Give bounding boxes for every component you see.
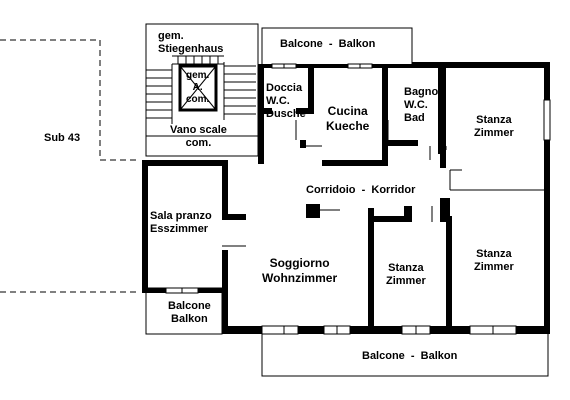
label-kitchen: Cucina Kueche — [326, 104, 370, 133]
neighbour-boundary — [0, 39, 140, 293]
lift-shaft — [178, 64, 218, 112]
label-shower: Doccia W.C. Dusche — [266, 82, 306, 120]
label-dining: Sala pranzo Esszimmer — [150, 210, 212, 235]
label-balcony-bottom: Balcone - Balkon — [362, 350, 458, 362]
windows — [165, 63, 517, 335]
label-living: Soggiorno Wohnzimmer — [262, 256, 338, 285]
label-room-mid: Stanza Zimmer — [386, 262, 426, 287]
walls — [142, 62, 551, 334]
label-stairwell: Vano scale com. — [170, 124, 227, 149]
label-room-ne: Stanza Zimmer — [474, 114, 514, 139]
sub-label: Sub 43 — [44, 132, 81, 144]
doors — [222, 120, 550, 247]
label-bath: Bagno W.C. Bad — [404, 86, 439, 124]
label-corridor: Corridoio - Korridor — [306, 184, 416, 196]
top-balcony — [261, 27, 413, 64]
label-room-se: Stanza Zimmer — [474, 248, 514, 273]
label-stair-house: gem. Stiegenhaus — [158, 30, 224, 55]
label-balcony-small: Balcone Balkon — [168, 300, 211, 325]
label-balcony-top: Balcone - Balkon — [280, 38, 376, 50]
stairwell-block — [145, 23, 259, 157]
bottom-balcony — [261, 334, 549, 377]
label-lift: gem. A. com. — [186, 70, 210, 105]
